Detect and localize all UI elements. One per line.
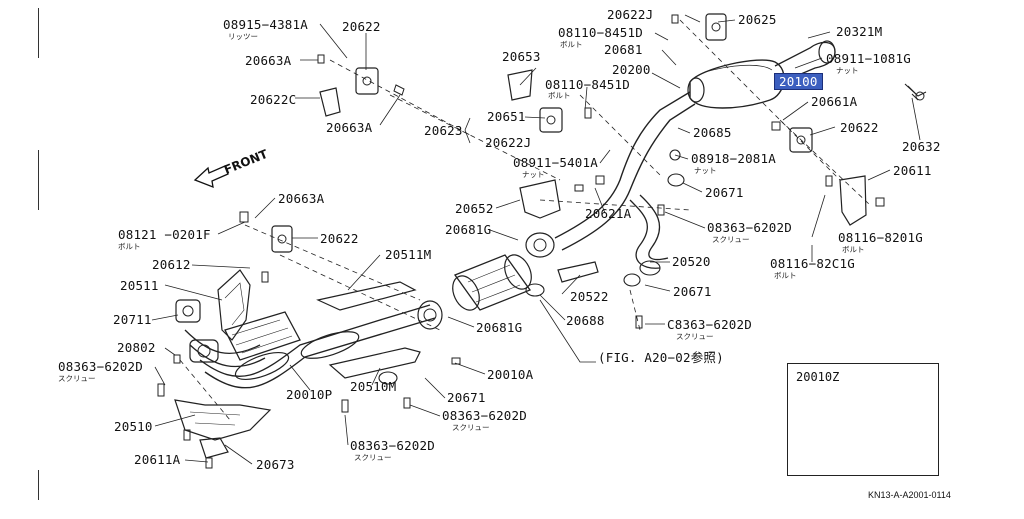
part-label: 20010A xyxy=(487,367,534,382)
part-label: 20671 xyxy=(705,185,744,200)
part-label: 08110−8451D xyxy=(545,77,630,92)
part-label: 20688 xyxy=(566,313,605,328)
part-label: 20511M xyxy=(385,247,432,262)
part-label: 20681 xyxy=(604,42,643,57)
part-label-highlighted[interactable]: 20100 xyxy=(774,73,823,90)
margin-line-bottom xyxy=(38,470,39,500)
part-label: 20681G xyxy=(476,320,523,335)
part-label: 20663A xyxy=(245,53,292,68)
part-label: 20612 xyxy=(152,257,191,272)
margin-line-top xyxy=(38,8,39,58)
part-label: 20652 xyxy=(455,201,494,216)
part-label: 08121 −0201F xyxy=(118,227,211,242)
part-label: 08915−4381A xyxy=(223,17,308,32)
part-label: 20200 xyxy=(612,62,651,77)
part-label: 20622J xyxy=(607,7,654,22)
part-label: 08363−6202D xyxy=(442,408,527,423)
part-sublabel: ナット xyxy=(694,166,717,175)
reference-note: (FIG. A20−02参照) xyxy=(598,350,724,365)
part-label: 20802 xyxy=(117,340,156,355)
part-label: 20653 xyxy=(502,49,541,64)
part-label: 08911−5401A xyxy=(513,155,598,170)
inset-kit-box: 20010Z xyxy=(787,363,939,476)
part-label: 08110−8451D xyxy=(558,25,643,40)
part-label: 08363−6202D xyxy=(707,220,792,235)
inset-title: 20010Z xyxy=(796,370,840,384)
part-label: 08363−6202D xyxy=(58,359,143,374)
part-sublabel: ボルト xyxy=(548,91,571,100)
part-label: 20623 xyxy=(424,123,463,138)
part-sublabel: スクリュー xyxy=(712,235,750,244)
part-label: 20611 xyxy=(893,163,932,178)
part-label: 20522 xyxy=(570,289,609,304)
part-label: 20622 xyxy=(840,120,879,135)
part-label: 20321M xyxy=(836,24,883,39)
part-sublabel: スクリュー xyxy=(452,423,490,432)
part-label: 20685 xyxy=(693,125,732,140)
part-sublabel: リッツー xyxy=(228,32,258,41)
part-sublabel: スクリュー xyxy=(354,453,392,462)
figure-code: KN13-A-A2001-0114 xyxy=(868,490,951,500)
part-label: 20671 xyxy=(447,390,486,405)
part-label: 20622 xyxy=(320,231,359,246)
part-label: 20622 xyxy=(342,19,381,34)
part-sublabel: ボルト xyxy=(774,271,797,280)
part-label: 08911−1081G xyxy=(826,51,911,66)
part-label: 20621A xyxy=(585,206,632,221)
part-sublabel: スクリュー xyxy=(676,332,714,341)
part-sublabel: スクリュー xyxy=(58,374,96,383)
part-label: 20661A xyxy=(811,94,858,109)
part-sublabel: ボルト xyxy=(560,40,583,49)
part-label: 20651 xyxy=(487,109,526,124)
part-label: 20663A xyxy=(326,120,373,135)
part-sublabel: ボルト xyxy=(118,242,141,251)
part-label: 08363−6202D xyxy=(350,438,435,453)
part-label: 08116−8201G xyxy=(838,230,923,245)
part-sublabel: ナット xyxy=(522,170,545,179)
part-label: 20611A xyxy=(134,452,181,467)
part-label: 20711 xyxy=(113,312,152,327)
part-label: 20010P xyxy=(286,387,333,402)
part-label: 08116−82C1G xyxy=(770,256,855,271)
part-label: 20671 xyxy=(673,284,712,299)
part-label: 20511 xyxy=(120,278,159,293)
part-sublabel: ナット xyxy=(836,66,859,75)
part-label: 20520 xyxy=(672,254,711,269)
part-label: 08918−2081A xyxy=(691,151,776,166)
part-label: C8363−6202D xyxy=(667,317,752,332)
part-label: 20681G xyxy=(445,222,492,237)
part-sublabel: ボルト xyxy=(842,245,865,254)
part-label: 20632 xyxy=(902,139,941,154)
part-label: 20510M xyxy=(350,379,397,394)
part-label: 20622J xyxy=(485,135,532,150)
part-label: 20510 xyxy=(114,419,153,434)
part-label: 20663A xyxy=(278,191,325,206)
part-label: 20625 xyxy=(738,12,777,27)
part-label: 20622C xyxy=(250,92,297,107)
margin-line-middle xyxy=(38,150,39,210)
part-label: 20673 xyxy=(256,457,295,472)
